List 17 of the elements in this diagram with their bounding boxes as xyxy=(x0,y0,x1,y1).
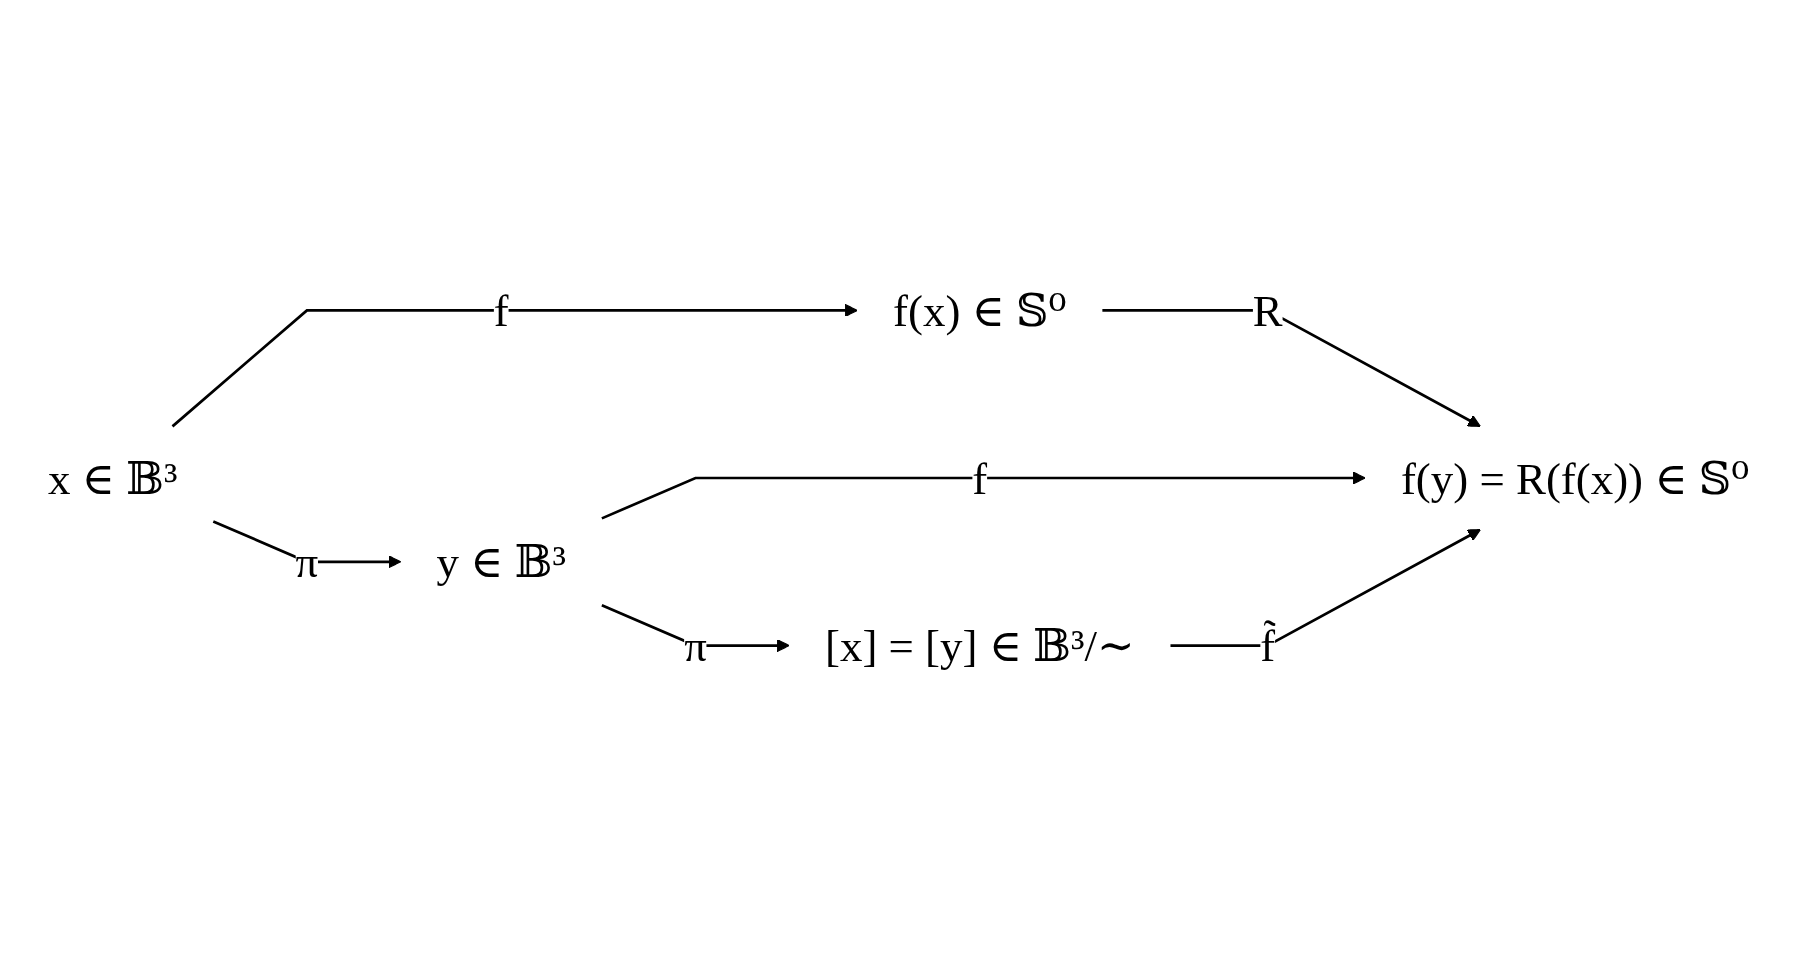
node-text: f(y) = R(f(x)) ∈ 𝕊⁰ xyxy=(1400,453,1750,503)
node-text: [x] = [y] ∈ 𝔹³/∼ xyxy=(825,620,1135,671)
edge-label: π xyxy=(295,537,319,587)
edge-label: π xyxy=(684,620,707,671)
arrow xyxy=(601,603,790,653)
edge-label: f̃ xyxy=(1260,620,1276,671)
edge-label: f xyxy=(493,285,509,336)
arrow xyxy=(1170,529,1481,647)
arrow xyxy=(171,303,858,428)
arrow xyxy=(212,520,402,569)
edge-label: R xyxy=(1252,285,1283,336)
arrow xyxy=(1102,309,1481,427)
node-text: f(x) ∈ 𝕊⁰ xyxy=(893,285,1067,336)
edge-label: f xyxy=(972,453,988,503)
node-text: y ∈ 𝔹³ xyxy=(436,537,566,587)
arrow xyxy=(601,471,1366,520)
node-text: x ∈ 𝔹³ xyxy=(47,453,178,503)
